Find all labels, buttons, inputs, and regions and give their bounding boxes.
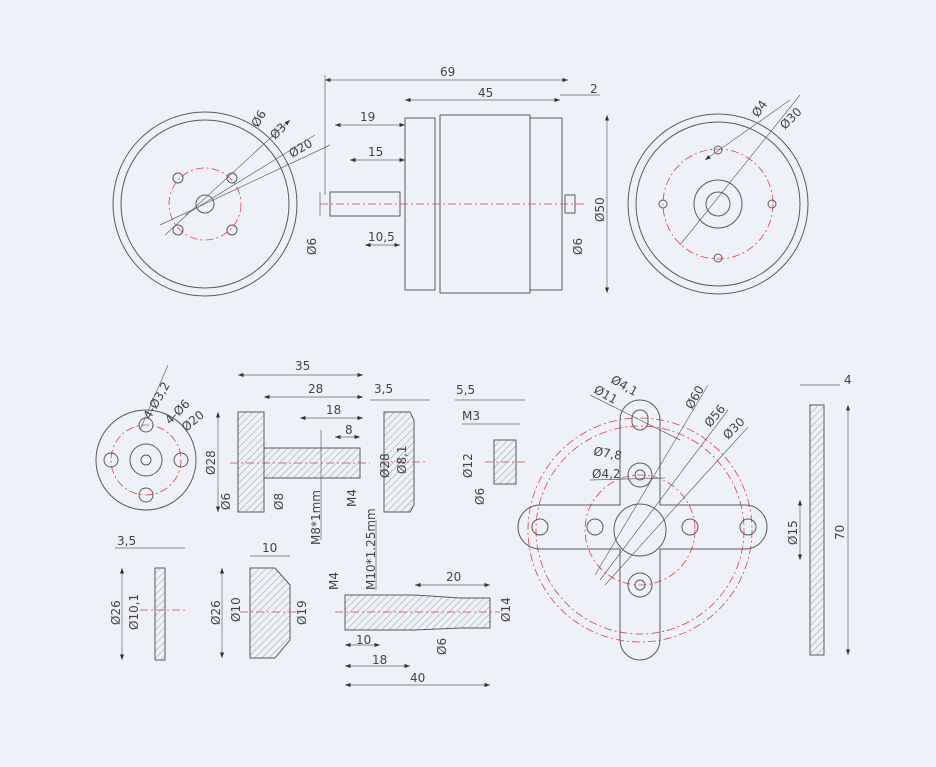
dim-8: 8: [345, 423, 353, 437]
dim-69: 69: [440, 65, 455, 79]
dim-18-ext: 18: [372, 653, 387, 667]
dim-3-5-washer: 3,5: [374, 382, 393, 396]
dim-35: 35: [295, 359, 310, 373]
dim-d20: Ø20: [287, 136, 315, 160]
dim-20: 20: [446, 570, 461, 584]
dim-10-5: 10,5: [368, 230, 395, 244]
washer-side-view: 3,5 Ø28 Ø8,1: [370, 382, 430, 513]
dim-15: 15: [368, 145, 383, 159]
dim-m8: M8*1mm: [309, 490, 323, 545]
prop-adapter-side-view: 35 28 18 8 Ø28 Ø6 Ø8 M8*1mm M4 M10*1.25m…: [204, 359, 378, 590]
dim-d8: Ø8: [272, 493, 286, 510]
dim-d6-nut: Ø6: [473, 488, 487, 505]
dim-d7-8: Ø7,8: [592, 444, 623, 463]
dim-d6-adapter: Ø6: [219, 493, 233, 510]
dim-5-5: 5,5: [456, 383, 475, 397]
dim-d28-washer: Ø28: [378, 453, 392, 478]
dim-18: 18: [326, 403, 341, 417]
dim-d28-adapter: Ø28: [204, 450, 218, 475]
mount-plate-front-view: Ø11 Ø4,1 Ø60 Ø56 Ø30 Ø7,8 Ø4,2: [517, 372, 768, 661]
dim-10-cone: 10: [262, 541, 277, 555]
nut-side-view: 5,5 M3 Ø12 Ø6: [455, 383, 528, 505]
dim-19: 19: [360, 110, 375, 124]
dim-d6: Ø6: [248, 108, 269, 130]
dim-10-ext: 10: [356, 633, 371, 647]
mount-plate-side-view: 4 70 Ø15: [786, 373, 852, 656]
dim-d50: Ø50: [593, 197, 607, 222]
dim-70: 70: [833, 525, 847, 540]
cone-side-view: 10 Ø26 Ø10 Ø19: [209, 541, 309, 659]
dim-m3: M3: [462, 409, 480, 423]
dim-d19: Ø19: [295, 600, 309, 625]
dim-d30: Ø30: [777, 105, 804, 132]
dim-45: 45: [478, 86, 493, 100]
dim-d15: Ø15: [786, 520, 800, 545]
dim-d26-cone: Ø26: [209, 600, 223, 625]
dim-2: 2: [590, 82, 598, 96]
dim-40: 40: [410, 671, 425, 685]
dim-m10: M10*1.25mm: [364, 508, 378, 590]
dim-m4-ext: M4: [327, 572, 341, 590]
motor-side-view: 69 45 2 19 15 10,5 Ø6 Ø6 Ø50: [305, 65, 610, 294]
dim-d4-2: Ø4,2: [592, 467, 621, 481]
prop-adapter-front-view: 4-Ø3,2 4-Ø6 Ø20: [95, 364, 207, 511]
dim-m4-adapter: M4: [345, 489, 359, 507]
dim-d6-right: Ø6: [571, 238, 585, 255]
dim-d6-left: Ø6: [305, 238, 319, 255]
dim-3-5-spacer: 3,5: [117, 534, 136, 548]
dim-4-mount: 4: [844, 373, 852, 387]
dim-d10-1: Ø10,1: [127, 594, 141, 630]
dim-d8-1: Ø8,1: [395, 445, 409, 474]
dim-d14: Ø14: [499, 597, 513, 622]
dim-d56: Ø56: [702, 402, 729, 430]
spacer-side-view: 3,5 Ø26 Ø10,1: [109, 534, 185, 661]
dim-28: 28: [308, 382, 323, 396]
dim-d26-spacer: Ø26: [109, 600, 123, 625]
motor-front-view-right: Ø4 Ø30: [627, 94, 809, 295]
motor-front-view-left: Ø6 Ø3 Ø20: [112, 108, 331, 297]
dim-d6-ext: Ø6: [435, 638, 449, 655]
dim-d30-plate: Ø30: [720, 415, 747, 442]
dim-d10: Ø10: [229, 597, 243, 622]
extension-side-view: M4 20 Ø14 10 Ø6 18 40: [327, 570, 513, 688]
dim-d12: Ø12: [461, 453, 475, 478]
dim-d60: Ø60: [682, 383, 706, 411]
